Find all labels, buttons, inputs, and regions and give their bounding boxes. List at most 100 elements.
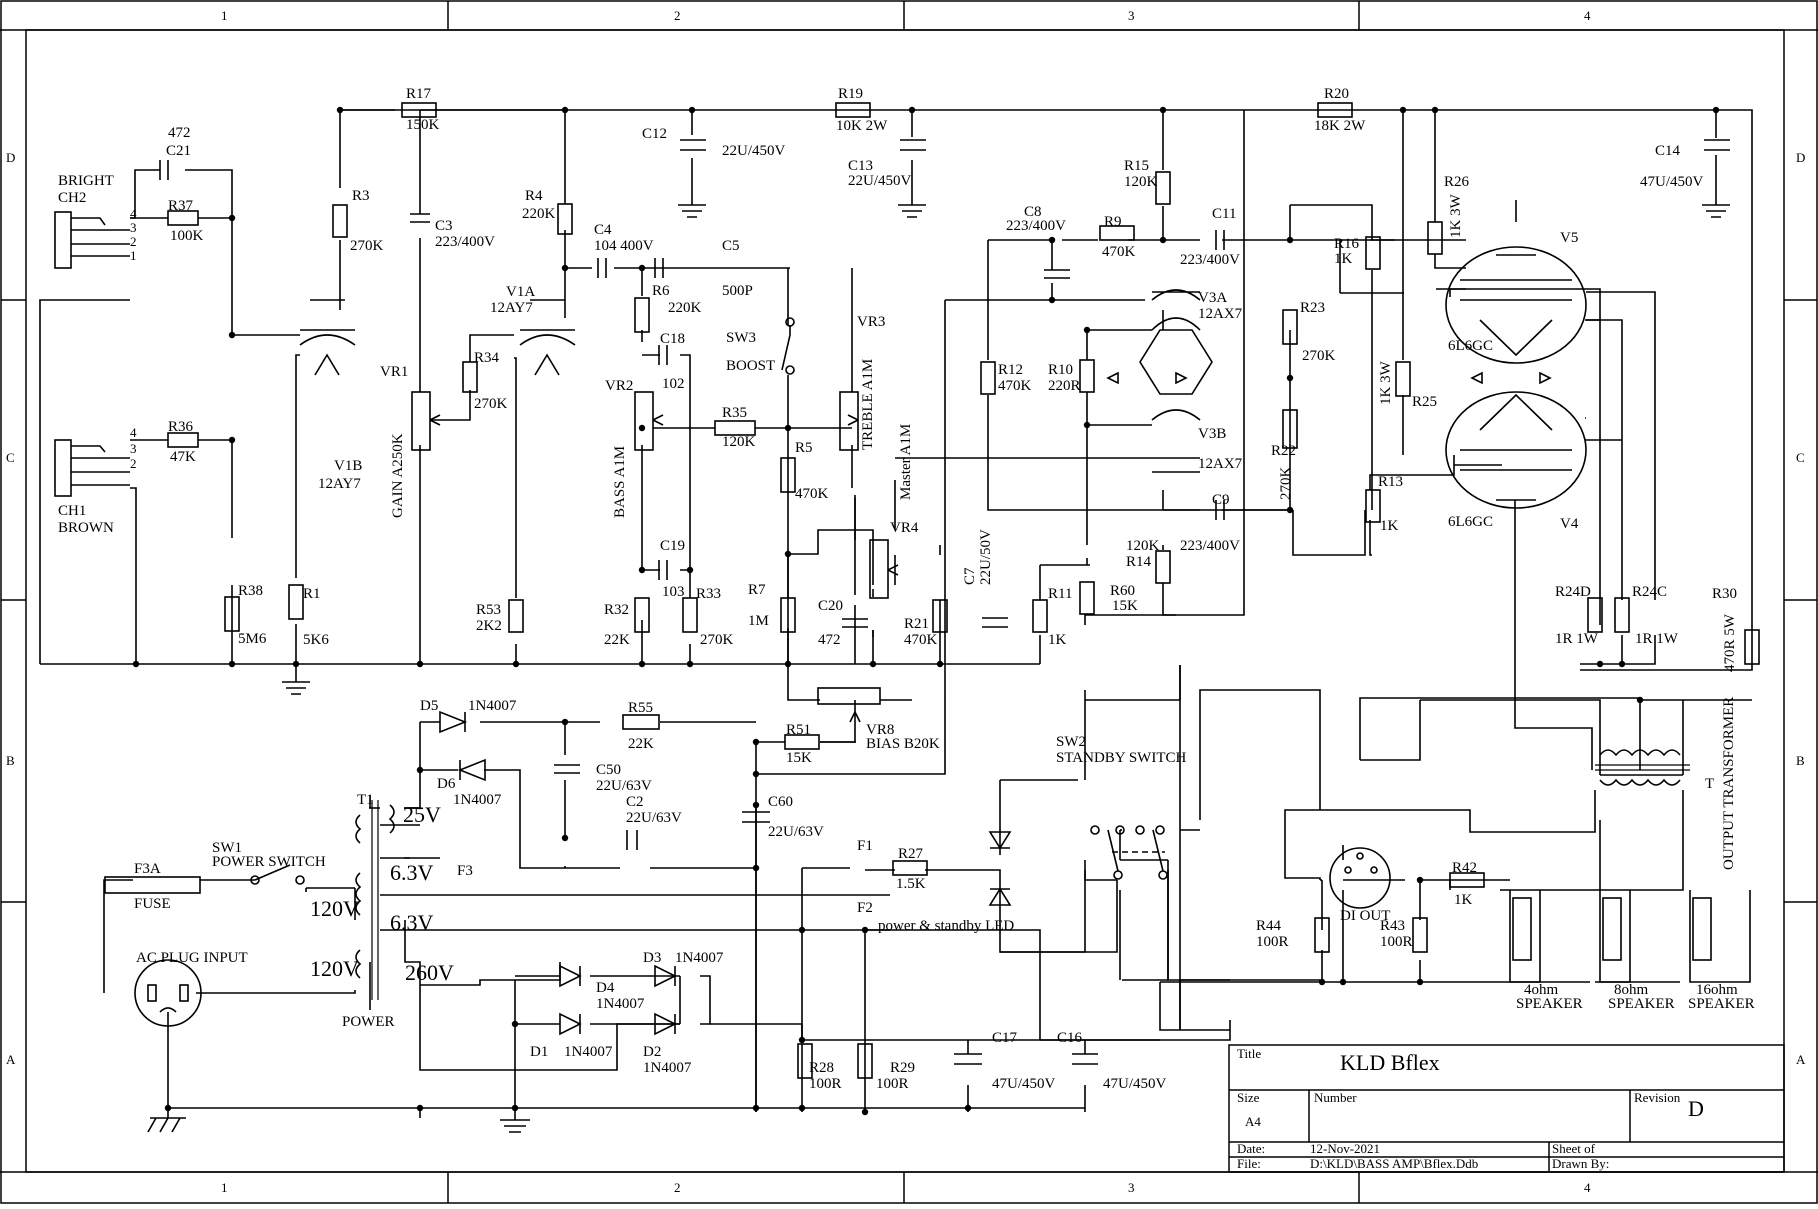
label-r12: R12: [998, 362, 1023, 378]
capacitor-c5: [654, 258, 664, 278]
label-c3: C3: [435, 218, 453, 234]
label-c2: C2: [626, 794, 644, 810]
tube-v4: [1445, 391, 1587, 509]
label-v3b: V3B: [1198, 426, 1226, 442]
resistor-r1: [288, 584, 304, 620]
label-r15-value: 120K: [1124, 174, 1158, 190]
label-d2: D2: [643, 1044, 661, 1060]
junction-dot: [511, 1104, 519, 1112]
label-di-out: DI OUT: [1340, 908, 1390, 924]
resistor-r29: [857, 1043, 873, 1079]
junction-dot: [752, 864, 760, 872]
junction-dot: [1159, 106, 1167, 114]
label-f2: F2: [857, 900, 873, 916]
label-r28: R28: [809, 1060, 834, 1076]
label-r24c-value: 1R 1W: [1635, 631, 1679, 647]
input-jack-ch2: [54, 211, 130, 269]
label-r27: R27: [898, 846, 924, 862]
capacitor-c16: [1072, 1053, 1098, 1065]
label-c18: C18: [660, 331, 685, 347]
label-spk8-speaker: SPEAKER: [1608, 996, 1675, 1012]
fuse-f3a: [104, 876, 201, 894]
switch-sw2: [1090, 825, 1168, 880]
label-r14-value: 120K: [1126, 538, 1160, 554]
label-power-switch: POWER SWITCH: [212, 854, 326, 870]
label-r6-value: 220K: [668, 300, 702, 316]
label-r9-value: 470K: [1102, 244, 1136, 260]
resistor-r32: [634, 597, 650, 633]
label-r33: R33: [696, 586, 721, 602]
label-260v: 260V: [405, 960, 454, 985]
label-r36-value: 47K: [170, 449, 196, 465]
junction-dot: [869, 660, 877, 668]
capacitor-c13: [900, 139, 926, 151]
capacitor-c17: [954, 1053, 982, 1065]
label-c50: C50: [596, 762, 621, 778]
label-r32-value: 22K: [604, 632, 630, 648]
label-r4-value: 220K: [522, 206, 556, 222]
junction-dot: [1416, 876, 1424, 884]
label-r11: R11: [1048, 586, 1072, 602]
label-r51-value: 15K: [786, 750, 812, 766]
label-c16-value: 47U/450V: [1103, 1076, 1167, 1092]
file-value: D:\KLD\BASS AMP\Bflex.Ddb: [1310, 1156, 1478, 1171]
label-spk8: 8ohm: [1614, 982, 1649, 998]
col-label-bottom: 1: [221, 1180, 228, 1195]
capacitor-c60: [742, 811, 770, 823]
resistor-r27: [892, 860, 928, 876]
junction-dot: [1048, 236, 1056, 244]
label-r34: R34: [474, 350, 500, 366]
potentiometer-vr4: [869, 539, 889, 599]
ground-c13: [898, 200, 926, 218]
diode-d1: [559, 1012, 582, 1036]
label-r34-value: 270K: [474, 396, 508, 412]
label-sw1: SW1: [212, 840, 242, 856]
label-r30-value: 470R 5W: [1722, 613, 1738, 672]
junction-dot: [752, 1104, 760, 1112]
label-r29-value: 100R: [876, 1076, 909, 1092]
label-v1a-type: 12AY7: [490, 300, 533, 316]
ch2-label: CH2: [58, 190, 86, 206]
speaker-jack-4ohm: [1512, 897, 1532, 961]
label-r51: R51: [786, 722, 811, 738]
row-label-right: C: [1796, 450, 1805, 465]
label-r24d: R24D: [1555, 584, 1591, 600]
junction-dot: [511, 1020, 519, 1028]
junction-dot: [784, 424, 792, 432]
label-r7-value: 1M: [748, 613, 769, 629]
resistor-r55: [622, 714, 660, 730]
resistor-r4: [557, 203, 573, 235]
label-c7-value: 22U/50V: [978, 529, 994, 585]
junction-dot: [336, 106, 344, 114]
resistor-r51: [784, 734, 820, 750]
label-v1b: V1B: [334, 458, 362, 474]
junction-dot: [638, 424, 646, 432]
junction-dot: [638, 660, 646, 668]
resistor-r7: [780, 597, 796, 633]
label-r22-value: 270K: [1278, 467, 1294, 501]
resistor-r44: [1314, 917, 1330, 953]
junction-dot: [416, 1104, 424, 1112]
junction-dot: [686, 566, 694, 574]
label-led: power & standby LED: [878, 918, 1014, 934]
junction-dot: [752, 770, 760, 778]
title-block: Title KLD Bflex Size A4 Number Revision …: [1228, 1044, 1785, 1173]
label-d6-value: 1N4007: [453, 792, 502, 808]
capacitor-c50: [554, 764, 580, 774]
label-r25: R25: [1412, 394, 1437, 410]
label-c14: C14: [1655, 143, 1681, 159]
label-v5-type: 6L6GC: [1448, 338, 1493, 354]
pin-label: 1: [130, 248, 137, 263]
junction-dot: [1083, 326, 1091, 334]
junction-dot: [1286, 374, 1294, 382]
diode-d4: [559, 964, 582, 988]
label-r7: R7: [748, 582, 766, 598]
resistor-r20: [1317, 102, 1353, 118]
junction-dot: [228, 214, 236, 222]
label-r44: R44: [1256, 918, 1282, 934]
label-f1: F1: [857, 838, 873, 854]
label-6v3b: 6.3V: [390, 910, 434, 935]
pin-label: 2: [130, 456, 137, 471]
col-label-top: 3: [1128, 8, 1135, 23]
label-vr4: VR4: [890, 520, 919, 536]
